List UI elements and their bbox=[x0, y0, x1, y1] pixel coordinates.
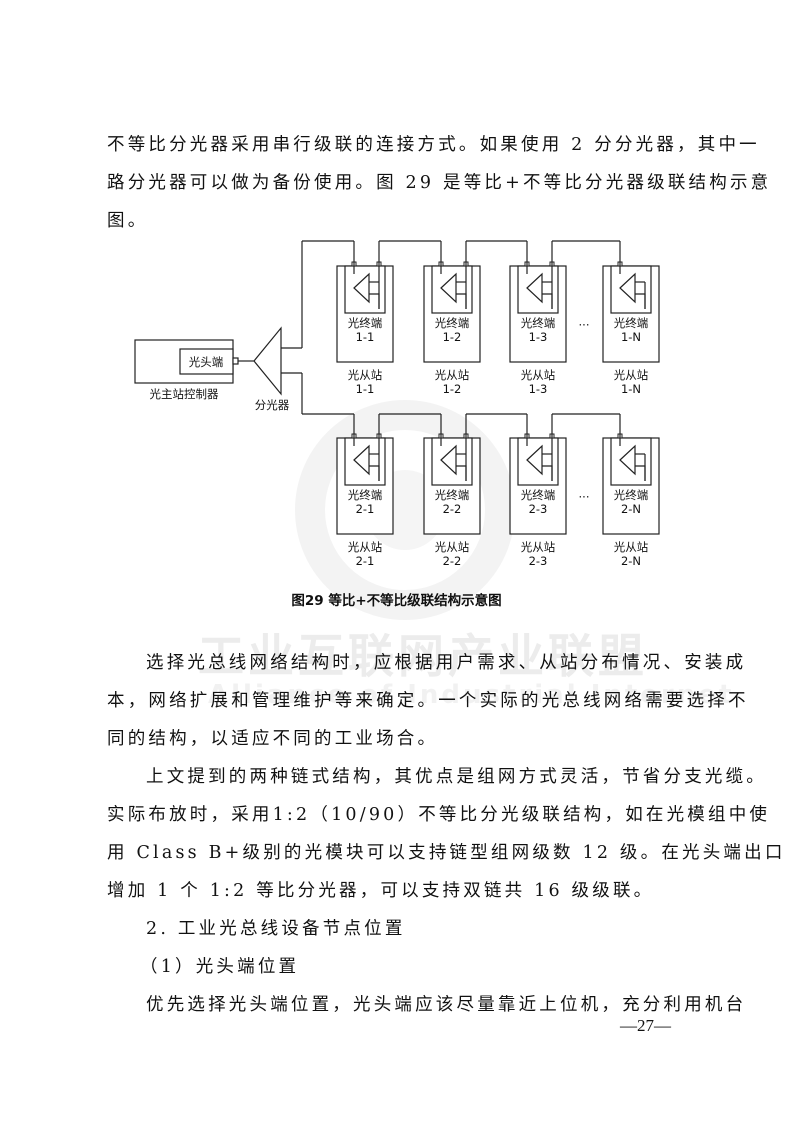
terminal-label: 光终端 bbox=[521, 316, 556, 330]
terminal-id: 1-2 bbox=[443, 330, 462, 344]
terminal-label: 光终端 bbox=[348, 488, 383, 502]
station-label: 光从站 bbox=[348, 368, 383, 382]
inner-splitter-icon bbox=[619, 272, 636, 304]
page-number: —27— bbox=[620, 1016, 671, 1035]
paragraph-line: 同的结构，以适应不同的工业场合。 bbox=[107, 729, 439, 749]
terminal-label: 光终端 bbox=[435, 488, 470, 502]
watermark-title: 工业互联网产业联盟 bbox=[198, 629, 648, 683]
section-heading: 2. 工业光总线设备节点位置 bbox=[146, 919, 406, 939]
station-id: 2-3 bbox=[529, 554, 548, 568]
terminal-box bbox=[610, 265, 652, 314]
station-label: 光从站 bbox=[435, 540, 470, 554]
inner-splitter-icon bbox=[440, 272, 457, 304]
paragraph-line: 本，网络扩展和管理维护等来确定。一个实际的光总线网络需要选择不 bbox=[107, 691, 749, 711]
controller-label: 光主站控制器 bbox=[150, 387, 219, 401]
paragraph-line: 选择光总线网络结构时，应根据用户需求、从站分布情况、安装成 bbox=[146, 653, 747, 673]
figure-caption: 图29 等比+不等比级联结构示意图 bbox=[291, 593, 502, 609]
terminal-id: 2-3 bbox=[529, 502, 548, 516]
head-end-label: 光头端 bbox=[189, 355, 224, 369]
splitter-label: 分光器 bbox=[255, 398, 290, 412]
station-label: 光从站 bbox=[348, 540, 383, 554]
cascade-diagram: 光终端1-1光从站1-1光终端1-2光从站1-2光终端1-3光从站1-3光终端1… bbox=[134, 240, 660, 568]
paragraph-line: 图。 bbox=[107, 211, 149, 231]
terminal-id: 2-2 bbox=[443, 502, 462, 516]
station-id: 2-2 bbox=[443, 554, 462, 568]
inner-splitter-icon bbox=[526, 272, 543, 304]
paragraph-line: 增加 1 个 1:2 等比分光器，可以支持双链共 16 级级联。 bbox=[107, 881, 655, 901]
terminal-label: 光终端 bbox=[521, 488, 556, 502]
splitter-icon bbox=[253, 326, 282, 396]
terminal-label: 光终端 bbox=[614, 488, 649, 502]
ellipsis: ··· bbox=[579, 318, 590, 332]
inner-splitter-icon bbox=[440, 444, 457, 476]
station-label: 光从站 bbox=[521, 368, 556, 382]
station-id: 1-3 bbox=[529, 382, 548, 396]
terminal-label: 光终端 bbox=[614, 316, 649, 330]
terminal-box bbox=[431, 437, 473, 486]
terminal-id: 1-3 bbox=[529, 330, 548, 344]
terminal-id: 2-N bbox=[621, 502, 641, 516]
paragraph-line: 实际布放时，采用1:2（10/90）不等比分光级联结构，如在光模组中使 bbox=[107, 805, 771, 825]
inner-splitter-icon bbox=[619, 444, 636, 476]
station-id: 1-2 bbox=[443, 382, 462, 396]
paragraph-line: 上文提到的两种链式结构，其优点是组网方式灵活，节省分支光缆。 bbox=[146, 767, 767, 787]
ellipsis: ··· bbox=[579, 490, 590, 504]
station-label: 光从站 bbox=[521, 540, 556, 554]
station-id: 1-N bbox=[621, 382, 641, 396]
head-end-port bbox=[232, 357, 239, 365]
watermark-subtitle: Alliance of Industrial Internet bbox=[208, 680, 735, 710]
station-id: 1-1 bbox=[356, 382, 375, 396]
station-label: 光从站 bbox=[614, 540, 649, 554]
terminal-id: 1-1 bbox=[356, 330, 375, 344]
inner-splitter-icon bbox=[353, 272, 370, 304]
station-label: 光从站 bbox=[614, 368, 649, 382]
paragraph-line: 优先选择光头端位置，光头端应该尽量靠近上位机，充分利用机台 bbox=[146, 995, 747, 1015]
terminal-id: 2-1 bbox=[356, 502, 375, 516]
station-label: 光从站 bbox=[435, 368, 470, 382]
station-id: 2-1 bbox=[356, 554, 375, 568]
inner-splitter-icon bbox=[353, 444, 370, 476]
terminal-label: 光终端 bbox=[435, 316, 470, 330]
paragraph-line: 用 Class B+级别的光模块可以支持链型组网级数 12 级。在光头端出口 bbox=[107, 843, 786, 863]
terminal-box bbox=[610, 437, 652, 486]
terminal-label: 光终端 bbox=[348, 316, 383, 330]
paragraph-line: 不等比分光器采用串行级联的连接方式。如果使用 2 分分光器，其中一 bbox=[107, 135, 760, 155]
section-subheading: （1）光头端位置 bbox=[140, 957, 300, 977]
inner-splitter-icon bbox=[526, 444, 543, 476]
station-id: 2-N bbox=[621, 554, 641, 568]
paragraph-line: 路分光器可以做为备份使用。图 29 是等比+不等比分光器级联结构示意 bbox=[107, 173, 772, 193]
terminal-id: 1-N bbox=[621, 330, 641, 344]
